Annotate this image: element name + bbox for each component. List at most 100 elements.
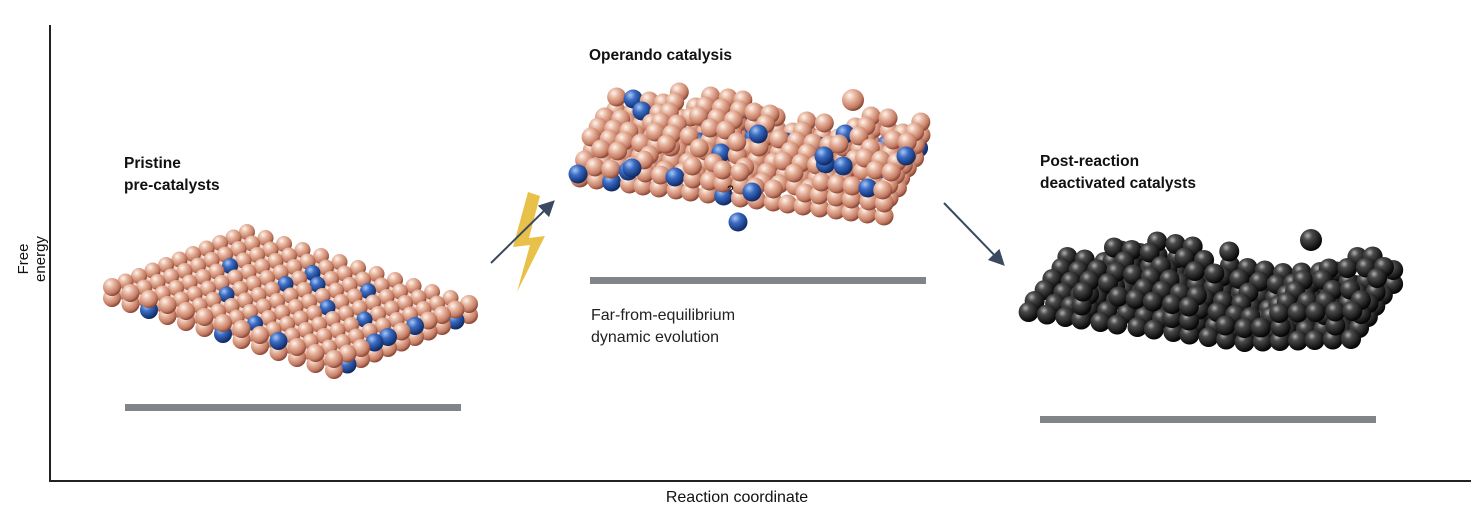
- atom: [829, 134, 849, 154]
- atom: [700, 118, 720, 138]
- operando-title: Operando catalysis: [589, 47, 733, 64]
- atom: [1300, 229, 1322, 251]
- atom: [269, 332, 288, 350]
- lightning-bolt-icon: [513, 192, 545, 292]
- atom: [622, 158, 642, 178]
- atom: [325, 350, 343, 368]
- atom: [849, 126, 869, 146]
- atom: [1367, 268, 1388, 288]
- atom: [665, 167, 685, 187]
- atom: [730, 162, 750, 182]
- atom: [1055, 307, 1076, 327]
- atom: [1179, 324, 1200, 345]
- atom: [158, 296, 177, 314]
- pristine-energy-level: [125, 404, 461, 411]
- atom: [769, 129, 789, 149]
- atom: [232, 320, 251, 338]
- atom: [744, 102, 764, 122]
- deactivated-catalyst-cluster: [1018, 229, 1404, 352]
- atom: [419, 311, 438, 330]
- atom: [1125, 289, 1146, 309]
- atom: [1337, 258, 1358, 278]
- atom: [1103, 237, 1124, 258]
- caption-line2: dynamic evolution: [591, 329, 720, 346]
- atom: [865, 160, 885, 180]
- atom: [896, 146, 916, 166]
- atom: [1215, 315, 1236, 336]
- atom: [392, 322, 411, 341]
- y-axis: [49, 25, 51, 481]
- atom: [897, 132, 917, 152]
- atom: [446, 300, 465, 319]
- atom: [763, 179, 783, 199]
- arrow-to-deactivated: [943, 202, 1005, 266]
- pristine-title: Pristine pre-catalysts: [124, 153, 220, 197]
- atom: [607, 87, 627, 107]
- atom: [601, 159, 621, 179]
- post-title-line1: Post-reaction: [1040, 153, 1140, 170]
- x-axis: [49, 480, 1471, 482]
- atom: [1108, 286, 1129, 307]
- atom: [1305, 302, 1326, 322]
- atom: [833, 156, 853, 176]
- atom: [795, 183, 815, 203]
- atom: [568, 164, 588, 184]
- atom: [826, 200, 846, 220]
- atom: [433, 306, 451, 324]
- atom: [1325, 301, 1346, 322]
- operando-catalyst-cluster: [568, 82, 931, 232]
- atom: [682, 156, 702, 176]
- atom: [352, 339, 370, 357]
- atom: [1219, 241, 1240, 262]
- atom: [591, 139, 611, 159]
- atom: [784, 163, 804, 183]
- post-reaction-energy-level: [1040, 416, 1376, 423]
- atom: [1287, 302, 1308, 323]
- pristine-title-line2: pre-catalysts: [124, 177, 220, 194]
- atom: [214, 314, 232, 332]
- atom: [727, 132, 747, 152]
- atom: [195, 308, 214, 326]
- atom: [338, 344, 357, 363]
- atom: [650, 165, 670, 185]
- operando-caption: Far-from-equilibrium dynamic evolution: [591, 305, 735, 349]
- atom: [1269, 303, 1290, 323]
- atom: [1072, 281, 1093, 302]
- atom: [742, 182, 762, 202]
- atom: [689, 138, 709, 158]
- atom: [811, 172, 831, 192]
- atom: [1198, 327, 1219, 347]
- atom: [716, 120, 736, 140]
- unknown-site-marker: ?: [727, 183, 734, 197]
- atom: [728, 212, 748, 232]
- atom: [1036, 304, 1057, 325]
- atom: [1097, 273, 1118, 293]
- atom: [1204, 263, 1225, 284]
- atom: [1341, 329, 1362, 349]
- atom: [827, 174, 847, 194]
- atom: [858, 178, 878, 198]
- atom: [713, 160, 733, 180]
- atom: [585, 157, 605, 177]
- operando-energy-level: [590, 277, 926, 284]
- atom: [177, 302, 195, 320]
- atom: [1142, 291, 1163, 312]
- atom: [140, 290, 158, 308]
- atom: [121, 284, 140, 302]
- atom: [883, 130, 903, 150]
- pristine-catalyst-slab: [103, 224, 478, 379]
- atom: [656, 134, 676, 154]
- atom: [306, 344, 325, 362]
- atom: [1178, 296, 1199, 317]
- atom: [1234, 332, 1255, 352]
- x-axis-label: Reaction coordinate: [665, 489, 809, 506]
- atom: [1304, 330, 1325, 350]
- atom: [1234, 318, 1255, 338]
- atom: [251, 326, 269, 344]
- atom: [1123, 264, 1144, 285]
- atom: [460, 295, 478, 313]
- post-title-line2: deactivated catalysts: [1040, 175, 1196, 192]
- atom: [873, 180, 893, 200]
- atom: [608, 141, 628, 161]
